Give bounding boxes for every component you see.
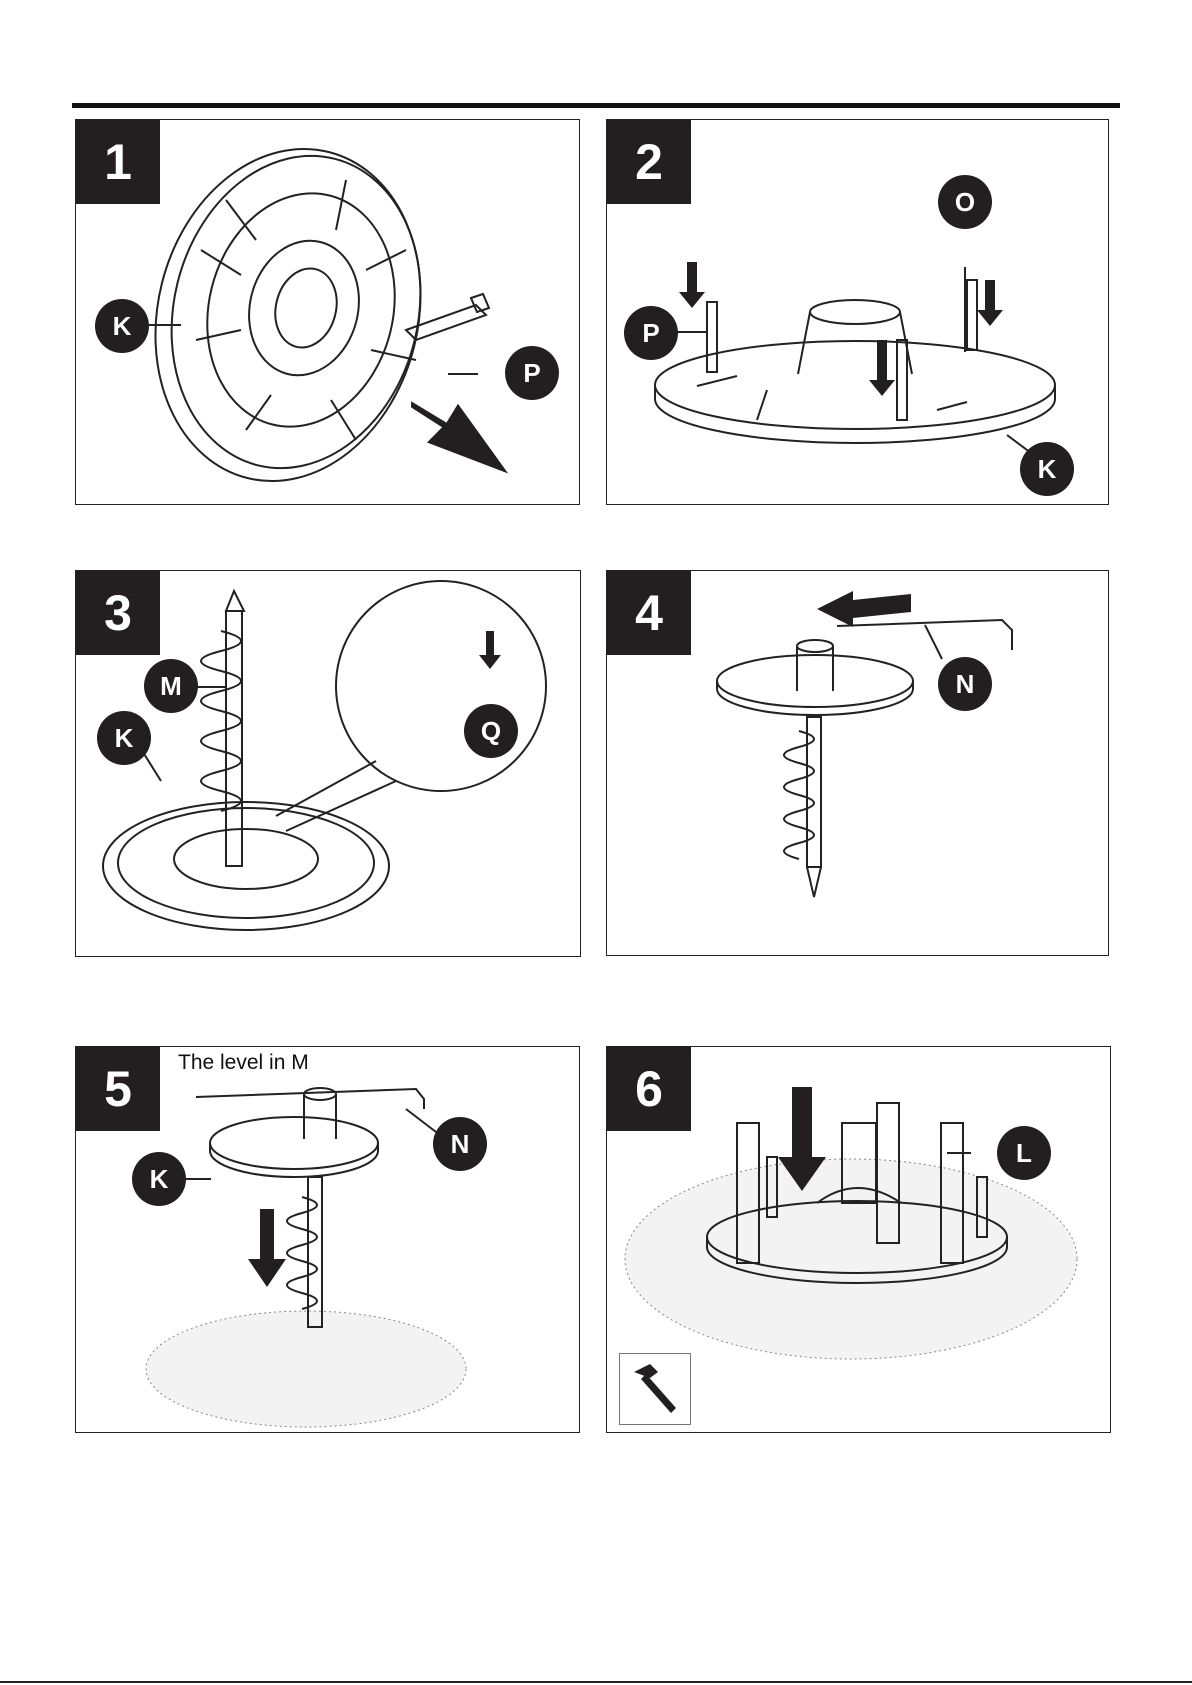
step-4-panel: 4 N bbox=[606, 570, 1109, 956]
hammer-tool-box bbox=[619, 1353, 691, 1425]
step-1-number: 1 bbox=[76, 120, 160, 204]
footer-rule bbox=[0, 1681, 1192, 1683]
header-rule bbox=[72, 103, 1120, 108]
level-annotation: The level in M bbox=[178, 1051, 309, 1075]
step-5-panel: 5 The level in M N K bbox=[75, 1046, 580, 1433]
step-6-panel: 6 L bbox=[606, 1046, 1111, 1433]
step-2-panel: 2 O P K bbox=[606, 119, 1109, 505]
step-3-panel: 3 M K Q bbox=[75, 570, 581, 957]
step-2-number: 2 bbox=[607, 120, 691, 204]
step-5-number: 5 bbox=[76, 1047, 160, 1131]
step-3-number: 3 bbox=[76, 571, 160, 655]
hammer-icon bbox=[620, 1354, 690, 1424]
step-1-panel: 1 K P bbox=[75, 119, 580, 505]
step-4-number: 4 bbox=[607, 571, 691, 655]
step-6-number: 6 bbox=[607, 1047, 691, 1131]
